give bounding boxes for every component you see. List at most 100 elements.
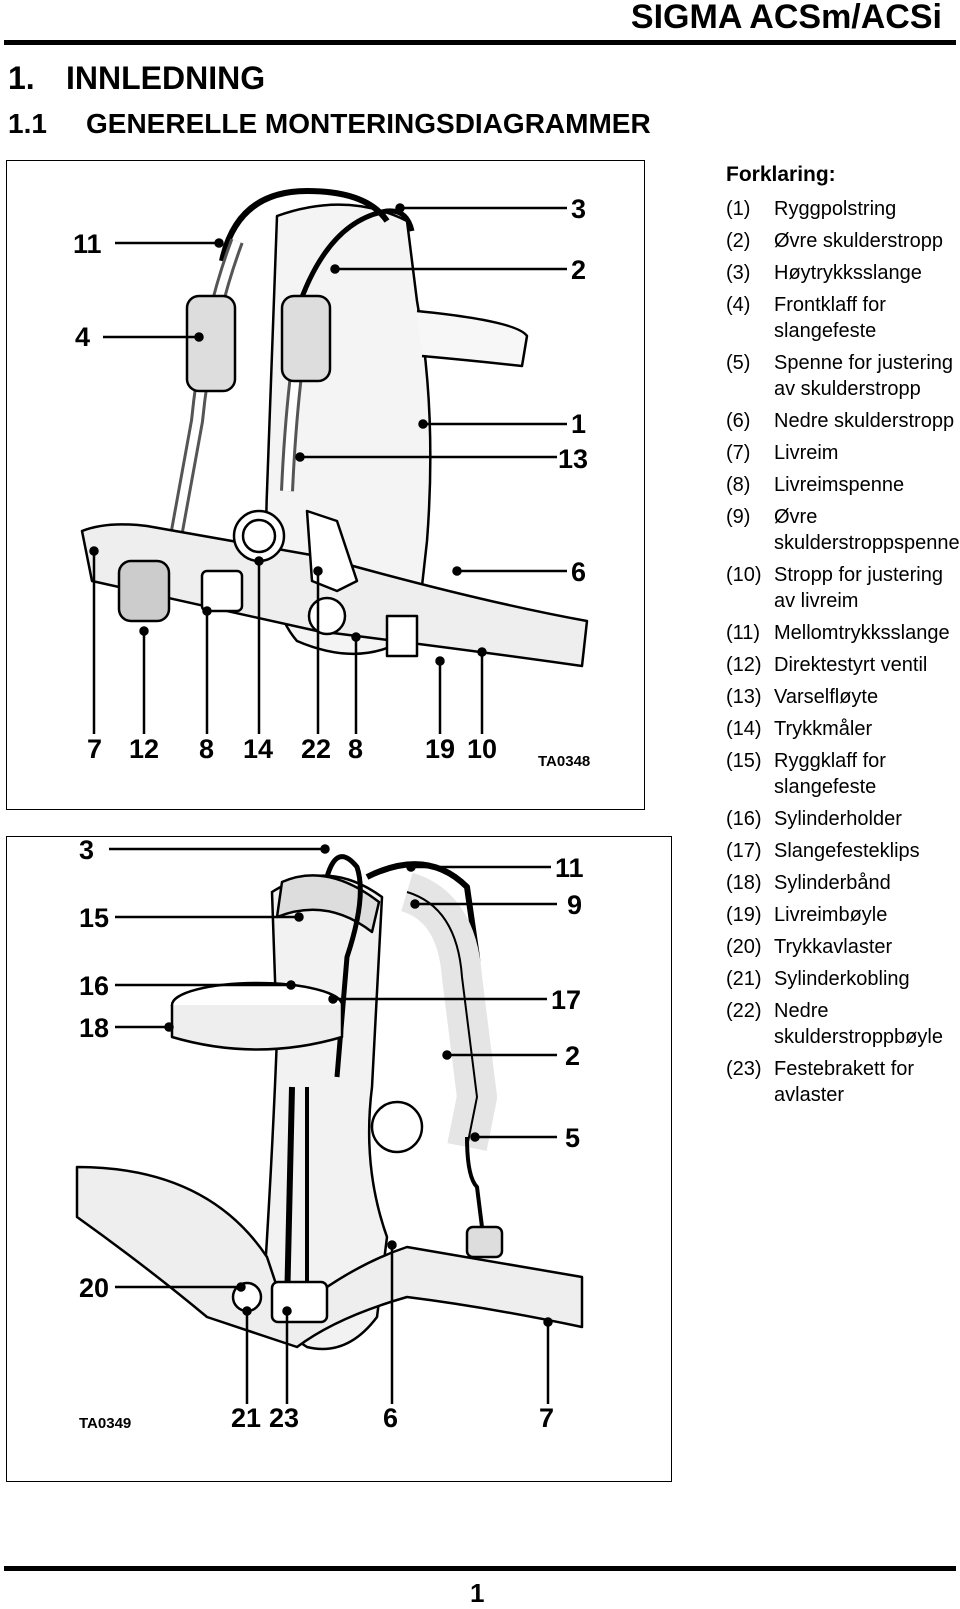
callout-17: 17 [551, 985, 582, 1015]
legend-item: (4) Frontklaff for slangefeste [726, 292, 958, 344]
legend-item: (21) Sylinderkobling [726, 966, 958, 992]
legend-item: (23) Festebrakett for avlaster [726, 1056, 958, 1108]
legend-number: (17) [726, 840, 762, 862]
callout-11: 11 [555, 853, 584, 883]
legend-text: Festebrakett for avlaster [774, 1058, 915, 1106]
callout-1: 1 [571, 409, 587, 439]
callout-18: 18 [79, 1013, 110, 1043]
legend-text: Spenne for justering av skulderstropp [774, 352, 954, 400]
legend-text: Livreim [774, 442, 839, 464]
legend-item: (18)Sylinderbånd [726, 870, 958, 896]
legend-item: (19) Livreimbøyle [726, 902, 958, 928]
legend-number: (6) [726, 410, 751, 432]
legend-number: (3) [726, 262, 751, 284]
legend-number: (12) [726, 654, 762, 676]
callout-20: 20 [79, 1273, 110, 1303]
figure-code: TA0348 [538, 753, 591, 770]
callout-10: 10 [467, 734, 498, 764]
footer-rule [4, 1566, 956, 1571]
callout-22: 22 [301, 734, 332, 764]
legend-text: Frontklaff for slangefeste [774, 294, 886, 342]
legend-text: Direktestyrt ventil [774, 654, 928, 676]
legend-text: Ryggpolstring [774, 198, 897, 220]
legend-text: Mellomtrykksslange [774, 622, 950, 644]
back-view-illustration [75, 844, 584, 1404]
callout-21: 21 [231, 1403, 262, 1433]
callout-2: 2 [571, 255, 587, 285]
legend-item: (15)Ryggklaff for slangefeste [726, 748, 958, 800]
callout-3: 3 [571, 194, 587, 224]
subsection-heading: 1.1 GENERELLE MONTERINGSDIAGRAMMER [8, 108, 651, 140]
legend-text: Sylinderholder [774, 808, 902, 830]
legend-number: (13) [726, 686, 762, 708]
legend-text: Trykkmåler [774, 718, 873, 740]
legend-text: Ryggklaff for slangefeste [774, 750, 886, 798]
legend-item: (8) Livreimspenne [726, 472, 958, 498]
legend-number: (11) [726, 622, 761, 644]
section-title: INNLEDNING [66, 60, 266, 96]
callout-16: 16 [79, 971, 110, 1001]
legend-item: (1)Ryggpolstring [726, 196, 958, 222]
callout-7: 7 [87, 734, 103, 764]
legend-text: Øvre skulderstropp [774, 230, 943, 252]
callout-2: 2 [565, 1041, 581, 1071]
legend-item: (20) Trykkavlaster [726, 934, 958, 960]
legend-number: (5) [726, 352, 751, 374]
subsection-number: 1.1 [8, 108, 47, 139]
legend-text: Høytrykksslange [774, 262, 922, 284]
legend-text: Sylinderbånd [774, 872, 891, 894]
legend-title: Forklaring: [726, 163, 836, 186]
legend-text: Øvre skulderstroppspenne [774, 506, 960, 554]
front-view-illustration [80, 188, 589, 734]
legend-item: (12) Direktestyrt ventil [726, 652, 958, 678]
callout-15: 15 [79, 903, 110, 933]
legend: Forklaring: (1)Ryggpolstring (2) Øvre sku… [726, 163, 960, 1114]
legend-number: (19) [726, 904, 762, 926]
legend-number: (4) [726, 294, 751, 316]
legend-number: (16) [726, 808, 762, 830]
legend-number: (22) [726, 1000, 762, 1022]
legend-text: Varselfløyte [774, 686, 879, 708]
legend-item: (14)Trykkmåler [726, 716, 958, 742]
legend-item: (16) Sylinderholder [726, 806, 958, 832]
legend-number: (8) [726, 474, 751, 496]
page-number: 1 [470, 1578, 485, 1608]
callout-7: 7 [539, 1403, 555, 1433]
legend-item: (13) Varselfløyte [726, 684, 958, 710]
legend-text: Sylinderkobling [774, 968, 910, 990]
subsection-title: GENERELLE MONTERINGSDIAGRAMMER [86, 108, 651, 139]
callout-6: 6 [383, 1403, 399, 1433]
legend-number: (20) [726, 936, 762, 958]
legend-text: Trykkavlaster [774, 936, 893, 958]
legend-text: Livreimbøyle [774, 904, 888, 926]
callout-9: 9 [567, 890, 583, 920]
callout-8b: 8 [348, 734, 364, 764]
legend-text: Nedre skulderstropp [774, 410, 955, 432]
callout-14: 14 [243, 734, 274, 764]
legend-text: Livreimspenne [774, 474, 905, 496]
legend-item: (6) Nedre skulderstropp [726, 408, 958, 434]
figure-code: TA0349 [79, 1415, 132, 1432]
legend-number: (2) [726, 230, 751, 252]
legend-item: (17) Slangefesteklips [726, 838, 958, 864]
legend-item: (22) Nedre skulderstroppbøyle [726, 998, 958, 1050]
callout-11: 11 [73, 229, 102, 259]
section-heading: 1.INNLEDNING [8, 60, 265, 97]
callout-12: 12 [129, 734, 160, 764]
figure-back-view: 3 15 16 18 20 11 9 17 2 5 21 23 6 7 TA03… [6, 836, 672, 1482]
legend-text: Slangefesteklips [774, 840, 920, 862]
legend-item: (11) Mellomtrykksslange [726, 620, 958, 646]
legend-item: (5) Spenne for justering av skulderstropp [726, 350, 958, 402]
figure-front-view: 11 4 3 2 1 13 6 7 12 8 14 22 8 19 10 TA0… [6, 160, 645, 810]
legend-item: (7)Livreim [726, 440, 958, 466]
callout-4: 4 [75, 322, 91, 352]
header-rule [4, 40, 956, 45]
callout-23: 23 [269, 1403, 300, 1433]
legend-item: (2) Øvre skulderstropp [726, 228, 958, 254]
legend-number: (23) [726, 1058, 762, 1080]
legend-number: (10) [726, 564, 762, 586]
legend-number: (9) [726, 506, 751, 528]
legend-text: Stropp for justering av livreim [774, 564, 943, 612]
legend-text: Nedre skulderstroppbøyle [774, 1000, 943, 1048]
legend-number: (21) [726, 968, 762, 990]
